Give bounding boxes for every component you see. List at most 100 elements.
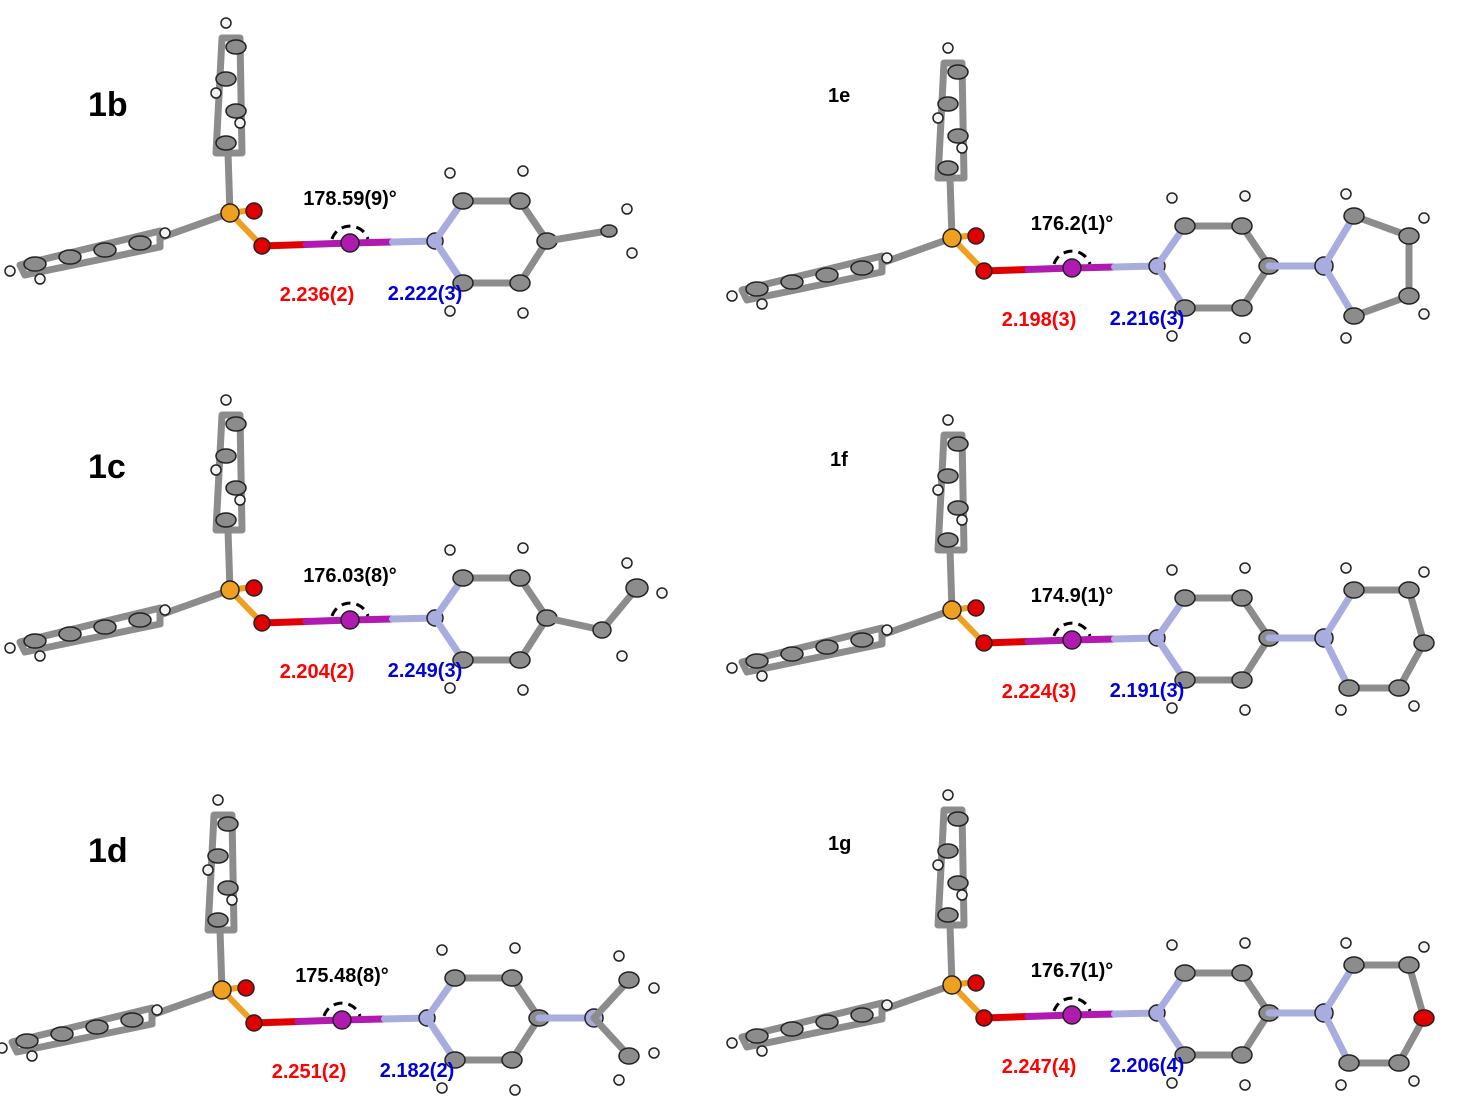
carbon-atom xyxy=(1231,1046,1253,1064)
hydrogen-atom xyxy=(881,624,893,636)
carbon-atom xyxy=(780,274,804,290)
hydrogen-atom xyxy=(444,682,456,694)
bond xyxy=(1320,1009,1353,1067)
substituent-morpholinyl xyxy=(1265,937,1435,1091)
hydrogen-atom xyxy=(648,1047,660,1059)
carbon-atom xyxy=(215,448,237,464)
hydrogen-atom xyxy=(1340,937,1352,949)
oxygen-atom xyxy=(1413,1009,1435,1027)
carbon-atom xyxy=(815,1014,839,1030)
carbon-atom xyxy=(1231,671,1253,689)
carbon-atom xyxy=(1388,1054,1410,1072)
left-phenyl-ring xyxy=(4,586,234,662)
io-distance-label: 2.251(2) xyxy=(272,1061,347,1083)
carbon-atom xyxy=(947,811,969,827)
hydrogen-atom xyxy=(1166,330,1178,342)
carbon-atom xyxy=(452,569,474,587)
carbon-atom xyxy=(618,1047,640,1065)
in-distance-label: 2.206(4) xyxy=(1110,1055,1185,1077)
bond xyxy=(1320,262,1358,320)
hydrogen-atom xyxy=(509,942,521,954)
carbon-atom xyxy=(1343,956,1365,974)
bond xyxy=(156,586,234,619)
carbon-atom xyxy=(947,64,969,80)
hydrogen-atom xyxy=(956,514,968,526)
pyridine-ring xyxy=(423,942,550,1096)
carbon-atom xyxy=(947,128,969,144)
pyridine-ring xyxy=(1153,937,1280,1091)
hydrogen-atom xyxy=(1166,564,1178,576)
bond-angle-label: 176.2(1)° xyxy=(1031,213,1114,235)
carbon-atom xyxy=(592,621,612,639)
carbon-atom xyxy=(600,224,618,238)
carbon-atom xyxy=(1398,227,1420,245)
substituent-piperidinyl xyxy=(1265,562,1435,716)
hydrogen-atom xyxy=(1166,1077,1178,1089)
carbon-atom xyxy=(937,96,959,112)
carbon-atom xyxy=(509,569,531,587)
in-distance-label: 2.191(3) xyxy=(1110,680,1185,702)
hydrogen-atom xyxy=(436,1082,448,1094)
oxygen-atom xyxy=(245,1014,263,1032)
hydrogen-atom xyxy=(942,42,954,54)
carbon-atom xyxy=(452,651,474,669)
hydrogen-atom xyxy=(34,650,46,662)
io-distance-label: 2.204(2) xyxy=(280,661,355,683)
hydrogen-atom xyxy=(226,894,238,906)
phosphorus-atom xyxy=(942,600,962,620)
carbon-atom xyxy=(215,512,237,528)
upper-phenyl-ring xyxy=(210,394,247,594)
carbon-atom xyxy=(850,1007,874,1023)
hydrogen-atom xyxy=(956,889,968,901)
bond-angle-label: 175.48(8)° xyxy=(295,965,389,987)
substituent-methyl xyxy=(543,203,638,259)
carbon-atom xyxy=(444,969,466,987)
compound-label: 1b xyxy=(88,86,128,124)
carbon-atom xyxy=(780,646,804,662)
upper-phenyl-ring xyxy=(202,794,239,994)
carbon-atom xyxy=(1343,581,1365,599)
angle-arc xyxy=(330,601,370,617)
oxygen-atom xyxy=(967,599,985,617)
carbon-atom xyxy=(452,274,474,292)
carbon-atom xyxy=(1398,581,1420,599)
hydrogen-atom xyxy=(517,165,529,177)
carbon-atom xyxy=(815,267,839,283)
hydrogen-atom xyxy=(202,864,214,876)
carbon-atom xyxy=(1174,589,1196,607)
carbon-atom xyxy=(937,532,959,548)
hydrogen-atom xyxy=(1340,332,1352,344)
hydrogen-atom xyxy=(932,859,944,871)
carbon-atom xyxy=(225,103,247,119)
oxygen-atom xyxy=(253,237,271,255)
bond xyxy=(878,981,956,1014)
bond xyxy=(1320,961,1358,1017)
hydrogen-atom xyxy=(4,642,16,654)
phosphorus-atom xyxy=(220,203,240,223)
in-distance-label: 2.222(3) xyxy=(388,283,463,305)
carbon-atom xyxy=(937,468,959,484)
hydrogen-atom xyxy=(220,394,232,406)
carbon-atom xyxy=(501,969,523,987)
carbon-atom xyxy=(15,1033,39,1049)
in-distance-label: 2.182(2) xyxy=(380,1060,455,1082)
carbon-atom xyxy=(815,639,839,655)
carbon-atom xyxy=(207,912,229,928)
pyridine-ring xyxy=(431,542,558,696)
carbon-atom xyxy=(850,260,874,276)
bond xyxy=(1320,634,1353,692)
carbon-atom xyxy=(1174,299,1196,317)
hydrogen-atom xyxy=(26,1050,38,1062)
left-phenyl-ring xyxy=(4,209,234,285)
halogen-bond-chain xyxy=(212,979,436,1032)
hydrogen-atom xyxy=(942,414,954,426)
hydrogen-atom xyxy=(436,944,448,956)
iodine-atom xyxy=(340,610,360,630)
carbon-atom xyxy=(1388,679,1410,697)
hydrogen-atom xyxy=(1239,332,1251,344)
hydrogen-atom xyxy=(621,557,633,569)
compound-label: 1e xyxy=(828,85,850,107)
